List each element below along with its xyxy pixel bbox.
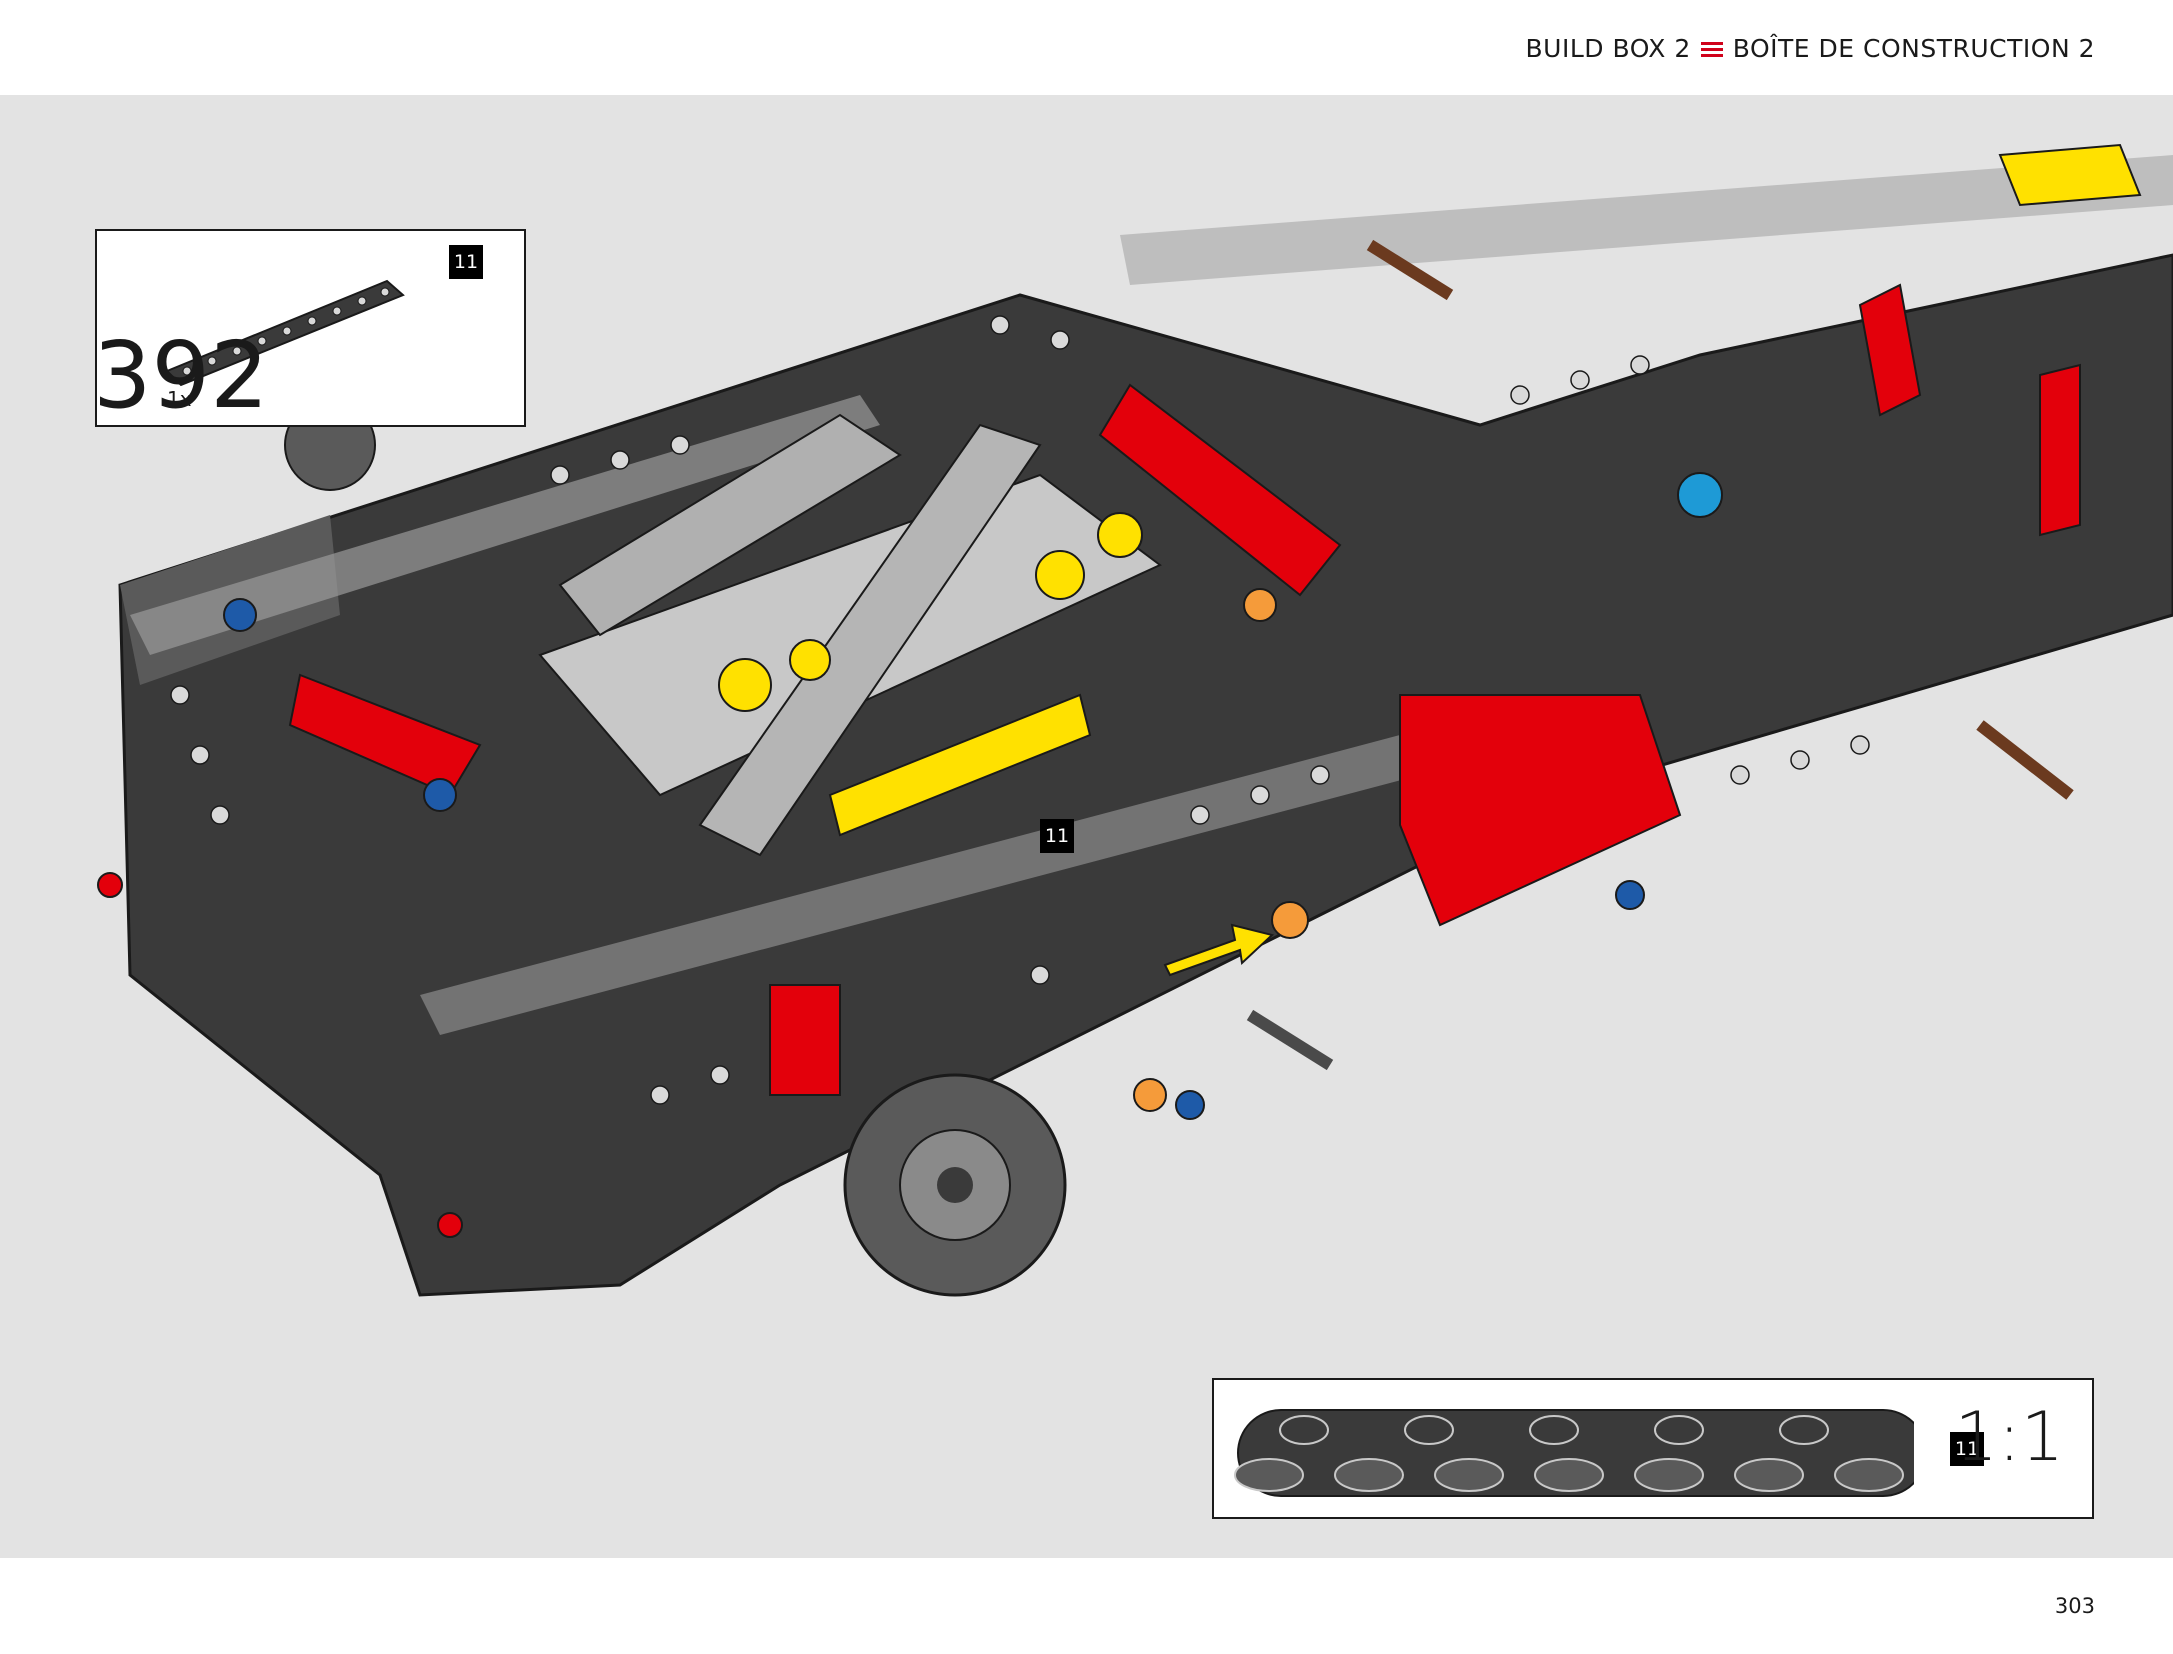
build-box-title: BUILD BOX 2 BOÎTE DE CONSTRUCTION 2 [1526,34,2095,63]
model-illustration [97,143,2173,1297]
scale-label: 1:1 [1954,1398,2064,1477]
scale-reference-box: 11 1:1 [1212,1378,2094,1519]
page-number: 303 [2054,1594,2095,1618]
parts-list-box: 11 1x [95,229,526,427]
step-callout-badge: 11 [1040,819,1074,853]
part-quantity: 1x [167,387,192,411]
instruction-stage: 11 11 1x 392 [0,95,2173,1558]
title-fr: BOÎTE DE CONSTRUCTION 2 [1732,34,2095,63]
direction-arrow-icon [1163,923,1275,977]
beam-part-icon [165,279,405,387]
separator-flag-icon [1700,41,1723,57]
scale-length-badge: 11 [1950,1432,1984,1466]
chassis-frame [97,143,2173,1297]
part-length-badge: 11 [449,245,483,279]
step-number: 392 [93,322,269,429]
title-en: BUILD BOX 2 [1525,34,1691,63]
page-footer: 303 [0,1558,2173,1654]
page-header: BUILD BOX 2 BOÎTE DE CONSTRUCTION 2 [0,0,2173,95]
beam-scale-icon [1234,1409,1914,1497]
